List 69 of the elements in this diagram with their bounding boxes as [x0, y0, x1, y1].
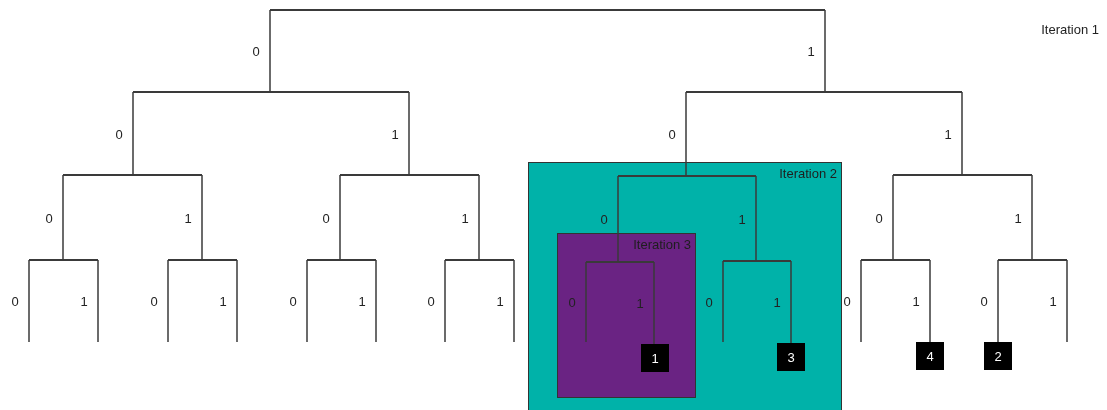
branch-line: [375, 259, 377, 343]
highlight-region: [557, 233, 696, 398]
edge-label: 1: [496, 294, 504, 308]
branch-line: [201, 174, 203, 261]
edge-label: 0: [45, 211, 53, 224]
branch-line: [824, 9, 826, 93]
branch-line: [236, 259, 238, 343]
edge-label: 0: [875, 211, 883, 224]
branch-line: [167, 259, 169, 343]
edge-label: 1: [944, 127, 952, 140]
branch-line: [513, 259, 515, 343]
edge-label: 0: [322, 211, 330, 224]
edge-label: 0: [705, 295, 713, 308]
branch-line: [478, 174, 480, 261]
branch-line: [339, 174, 341, 261]
edge-label: 1: [1049, 294, 1057, 308]
branch-line: [306, 259, 308, 343]
branch-line: [269, 9, 271, 93]
result-number: 2: [984, 342, 1012, 370]
branch-line: [97, 259, 99, 343]
edge-label: 1: [184, 211, 192, 224]
edge-label: 1: [358, 294, 366, 308]
edge-label: 0: [668, 127, 676, 141]
edge-label: 1: [219, 294, 227, 308]
edge-label: 0: [427, 294, 435, 308]
branch-line: [790, 260, 792, 344]
branch-line: [1031, 174, 1033, 261]
branch-line: [444, 259, 446, 343]
branch-line: [132, 91, 134, 176]
edge-label: 1: [391, 127, 399, 140]
branch-line: [997, 259, 999, 343]
result-number: 3: [777, 343, 805, 371]
edge-label: 1: [1014, 211, 1022, 224]
edge-label: 0: [980, 294, 988, 308]
branch-line: [653, 261, 655, 345]
edge-label: 0: [843, 294, 851, 308]
branch-line: [929, 259, 931, 343]
edge-label: 1: [461, 211, 469, 224]
branch-line: [408, 91, 410, 176]
edge-label: 1: [80, 294, 88, 308]
branch-line: [62, 174, 64, 261]
edge-label: 0: [150, 294, 158, 308]
branch-line: [28, 259, 30, 343]
edge-label: 0: [252, 44, 260, 58]
branch-line: [685, 91, 687, 177]
branch-line: [892, 174, 894, 261]
highlight-region: [528, 162, 842, 410]
edge-label: 1: [807, 44, 815, 58]
branch-line: [860, 259, 862, 343]
edge-label: 1: [738, 212, 746, 225]
edge-label: 0: [115, 127, 123, 140]
edge-label: 0: [11, 294, 19, 308]
region-title: Iteration 3: [633, 237, 691, 252]
iteration-label: Iteration 1: [1041, 22, 1099, 37]
branch-line: [585, 261, 587, 343]
edge-label: 1: [636, 296, 644, 310]
region-title: Iteration 2: [779, 166, 837, 181]
result-number: 1: [641, 344, 669, 372]
edge-label: 0: [568, 295, 576, 309]
branch-line: [755, 175, 757, 262]
edge-label: 1: [773, 295, 781, 309]
edge-label: 0: [600, 212, 608, 226]
branch-line: [961, 91, 963, 176]
branch-line: [1066, 259, 1068, 343]
branch-line: [722, 260, 724, 343]
branch-line: [617, 175, 619, 263]
edge-label: 0: [289, 294, 297, 308]
result-number: 4: [916, 342, 944, 370]
edge-label: 1: [912, 294, 920, 308]
